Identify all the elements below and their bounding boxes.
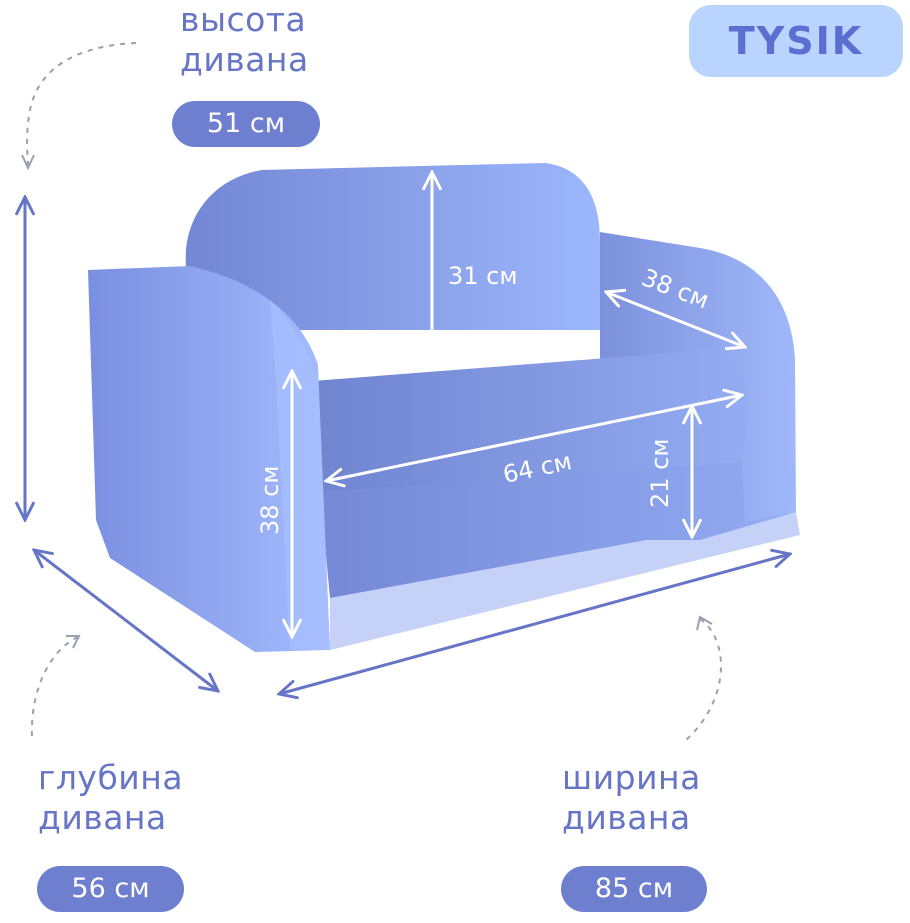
depth-value-badge: 56 см bbox=[37, 866, 184, 912]
backrest-height-label: 31 см bbox=[448, 262, 517, 290]
height-value-badge: 51 см bbox=[172, 101, 320, 147]
width-value-badge: 85 см bbox=[561, 866, 707, 912]
brand-logo: TYSIK bbox=[689, 5, 903, 77]
overall-width-arrow bbox=[279, 554, 790, 694]
height-pointer bbox=[26, 42, 137, 166]
depth-caption: глубина дивана bbox=[38, 758, 184, 837]
armrest-depth-arrow bbox=[606, 292, 745, 347]
depth-pointer bbox=[30, 636, 79, 739]
seat-width-arrow bbox=[326, 395, 742, 481]
overall-depth-arrow bbox=[34, 550, 218, 691]
armrest-height-label: 38 см bbox=[256, 466, 284, 535]
width-caption: ширина дивана bbox=[562, 758, 701, 837]
seat-height-label: 21 см bbox=[646, 439, 674, 508]
height-caption: высота дивана bbox=[180, 0, 309, 79]
sofa-backrest bbox=[185, 163, 601, 330]
width-pointer bbox=[685, 618, 722, 741]
